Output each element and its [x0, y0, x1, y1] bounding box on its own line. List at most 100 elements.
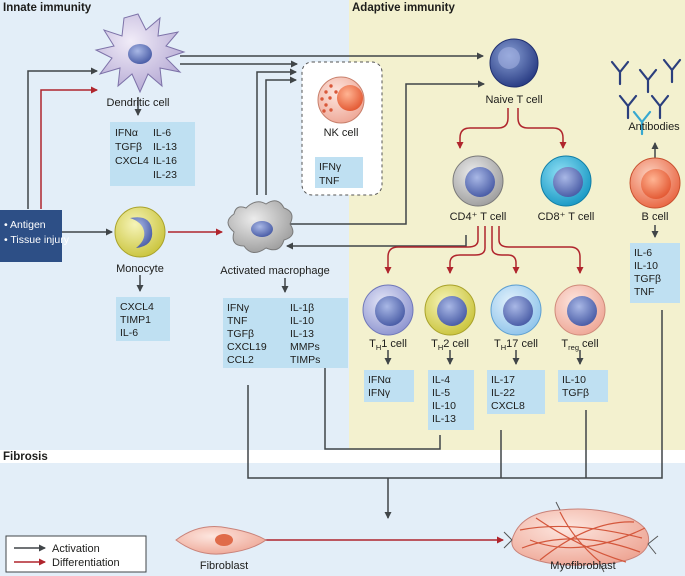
mediator-item: IFNγ [368, 387, 391, 399]
trigger-items: • Antigen • Tissue injury [4, 219, 70, 246]
fibroblast-label: Fibroblast [200, 560, 248, 572]
naive-t-cell-icon [489, 38, 539, 88]
mediator-item: IL-22 [491, 387, 515, 399]
arrow-antigen-to-dendritic [27, 67, 98, 209]
mediator-item: IL-6 [120, 327, 138, 339]
legend-box [5, 535, 147, 573]
activated-macrophage-icon [227, 200, 294, 253]
treg-mediators: IL-10 TGFβ [562, 374, 589, 399]
nk-mediators: IFNγ TNF [319, 161, 342, 187]
fibrosis-title: Fibrosis [3, 451, 48, 463]
mediator-item: IL-13 [432, 413, 456, 425]
cd8-t-cell-icon [540, 155, 592, 207]
th1-mediators: IFNα IFNγ [368, 374, 391, 399]
mediator-item: IL-13 [153, 141, 177, 153]
arrow-naive-to-cd8 [517, 108, 567, 149]
mediator-item: IL-17 [491, 374, 515, 386]
dendritic-mediators: IFNα TGFβ CXCL4 IL-6 IL-13 IL-16 IL-23 [115, 127, 177, 181]
mediator-item: IFNα [115, 127, 138, 139]
mediator-item: IL-1β [290, 302, 314, 314]
monocyte-label: Monocyte [116, 263, 164, 275]
monocyte-mediators: CXCL4 TIMP1 IL-6 [120, 301, 154, 339]
mediator-item: CCL2 [227, 354, 254, 366]
th1-cell-icon [362, 284, 414, 336]
arrow-antigen-differentiation-dendritic [40, 86, 98, 209]
mediator-item: CXCL4 [115, 155, 149, 167]
b-cell-icon [629, 157, 681, 209]
arrow-cd4-to-th17 [491, 226, 520, 274]
adaptive-title: Adaptive immunity [352, 2, 455, 14]
fibroblast-icon [175, 526, 267, 555]
treg-cell-icon [554, 284, 606, 336]
trigger-item-tissue-injury: • Tissue injury [4, 234, 70, 246]
mediator-item: IFNγ [227, 302, 250, 314]
mediator-item: IL-10 [634, 260, 658, 272]
mediator-item: CXCL4 [120, 301, 154, 313]
arrow-cd4-to-macrophage [286, 235, 467, 250]
antibodies-icon [610, 58, 682, 136]
myofibroblast-icon [503, 501, 659, 573]
cd4-t-cell-label: CD4⁺ T cell [450, 211, 507, 223]
innate-title: Innate immunity [3, 2, 92, 14]
mediator-item: IL-10 [562, 374, 586, 386]
mediator-item: IL-13 [290, 328, 314, 340]
mediator-item: IL-6 [634, 247, 652, 259]
mediator-item: IL-16 [153, 155, 177, 167]
activated-macrophage-label: Activated macrophage [220, 265, 329, 277]
line-convergence [247, 310, 663, 479]
mediator-item: IFNα [368, 374, 391, 386]
arrow-macrophage-to-nk [256, 68, 297, 195]
mediator-item: TGFβ [562, 387, 589, 399]
mediator-item: CXCL8 [491, 400, 525, 412]
mediator-item: IL-5 [432, 387, 450, 399]
mediator-item: IL-10 [432, 400, 456, 412]
arrow-cd4-to-treg [498, 226, 584, 274]
mediator-item: TNF [634, 286, 654, 298]
arrow-cd4-to-th1 [384, 226, 479, 274]
th1-cell-label: TH1 cell [369, 338, 407, 352]
macrophage-mediators-box [223, 298, 348, 368]
mediator-item: IL-10 [290, 315, 314, 327]
treg-cell-label: Treg cell [561, 338, 598, 352]
arrow-cd4-to-th2 [446, 226, 486, 274]
treg-mediators-box [558, 370, 608, 402]
th2-mediators-box [428, 370, 474, 430]
mediator-item: TGFβ [115, 141, 142, 153]
trigger-item-antigen: • Antigen [4, 219, 46, 231]
mediator-item: TNF [319, 175, 339, 187]
arrow-macrophage-to-dendritic [265, 76, 297, 195]
nk-cell-icon [317, 76, 365, 124]
mediator-item: TGFβ [634, 273, 661, 285]
dendritic-cell-label: Dendritic cell [107, 97, 170, 109]
b-mediators: IL-6 IL-10 TGFβ TNF [634, 247, 661, 298]
mediator-item: IL-23 [153, 169, 177, 181]
th17-mediators-box [487, 370, 545, 414]
th1-mediators-box [364, 370, 414, 402]
th2-cell-label: TH2 cell [431, 338, 469, 352]
antibodies-label: Antibodies [628, 121, 680, 133]
th2-mediators: IL-4 IL-5 IL-10 IL-13 [432, 374, 456, 425]
monocyte-mediators-box [116, 297, 170, 341]
b-cell-label: B cell [642, 211, 669, 223]
myofibroblast-label: Myofibroblast [550, 560, 615, 572]
mediator-item: TGFβ [227, 328, 254, 340]
antigen-tissue-injury-box [0, 210, 62, 262]
mediator-item: IFNγ [319, 161, 342, 173]
nk-mediators-box [315, 157, 363, 188]
b-mediators-box [630, 243, 680, 303]
th17-cell-label: TH17 cell [494, 338, 538, 352]
mediator-item: CXCL19 [227, 341, 267, 353]
th17-mediators: IL-17 IL-22 CXCL8 [491, 374, 525, 412]
mediator-item: IL-4 [432, 374, 450, 386]
monocyte-icon [114, 206, 166, 258]
nk-cell-label: NK cell [324, 127, 359, 139]
dendritic-cell-icon [94, 13, 186, 94]
macrophage-mediators: IFNγ TNF TGFβ CXCL19 CCL2 IL-1β IL-10 IL… [227, 302, 320, 366]
mediator-item: MMPs [290, 341, 320, 353]
cd8-t-cell-label: CD8⁺ T cell [538, 211, 595, 223]
connectors [27, 52, 663, 544]
legend-activation-label: Activation [52, 543, 100, 555]
th17-cell-icon [490, 284, 542, 336]
mediator-item: TIMPs [290, 354, 320, 366]
